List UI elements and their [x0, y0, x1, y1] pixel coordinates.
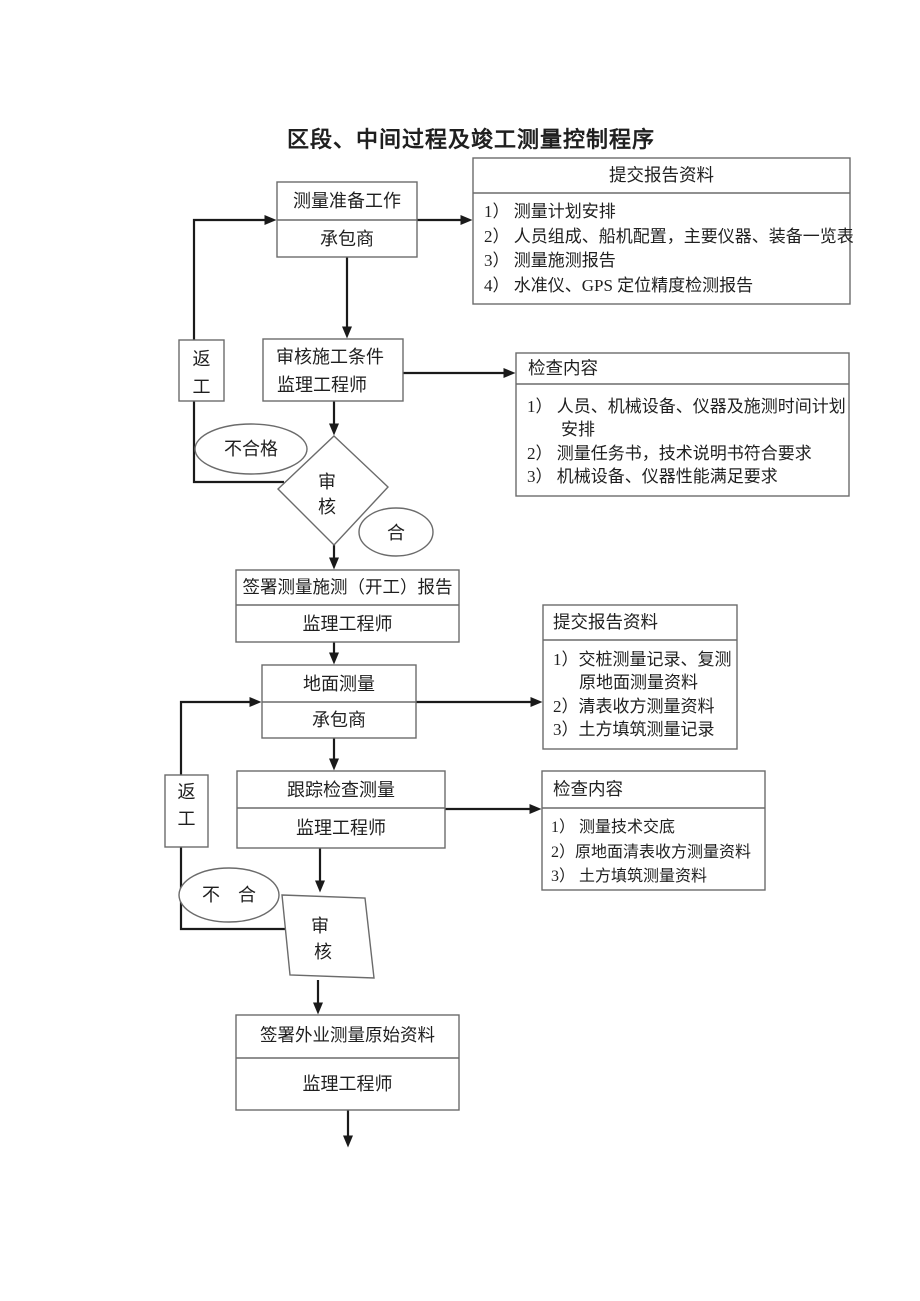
check1-panel-shape: [515, 352, 850, 497]
submit1-panel-shape: [472, 157, 851, 305]
audit2-parallelogram-shape: [281, 894, 375, 979]
sign2-box-role: 监理工程师: [302, 1074, 393, 1094]
submit1-panel-header: 提交报告资料: [609, 165, 714, 185]
ground-box-title: 地面测量: [303, 674, 375, 694]
sign1-box-shape: [235, 569, 460, 643]
list-line: 3） 机械设备、仪器性能满足要求: [527, 467, 778, 487]
audit2-char2: 核: [314, 942, 332, 962]
list-line: 1） 人员、机械设备、仪器及施测时间计划: [527, 397, 846, 416]
review-box-role: 监理工程师: [277, 375, 367, 395]
track-box-role: 监理工程师: [296, 818, 386, 838]
return2-box-char2: 工: [177, 809, 196, 829]
check2-panel-items: 1） 测量技术交底 2）原地面清表收方测量资料 3） 土方填筑测量资料: [551, 816, 765, 890]
pass1-label: 合: [387, 523, 405, 543]
list-line: 1） 测量技术交底: [551, 819, 676, 836]
prep-box-title: 测量准备工作: [293, 191, 401, 211]
submit2-panel-items: 1）交桩测量记录、复测原地面测量资料 2）清表收方测量资料 3）土方填筑测量记录: [553, 648, 737, 741]
audit1-diamond-shape: [276, 435, 389, 547]
check1-panel-header: 检查内容: [528, 358, 598, 378]
list-line: 1） 测量计划安排: [484, 202, 616, 221]
list-line: 安排: [561, 420, 595, 440]
list-line: 原地面测量资料: [579, 673, 698, 693]
list-line: 2） 人员组成、船机配置，主要仪器、装备一览表: [484, 226, 854, 246]
track-box-shape: [236, 770, 446, 849]
list-line: 1）交桩测量记录、复测: [553, 650, 732, 669]
reject1-label: 不合格: [224, 439, 278, 459]
return1-box-char2: 工: [192, 377, 211, 397]
review-box-title: 审核施工条件: [276, 347, 384, 367]
submit1-panel-items: 1） 测量计划安排 2） 人员组成、船机配置，主要仪器、装备一览表 3） 测量施测报…: [484, 200, 854, 298]
check2-panel-shape: [541, 770, 766, 891]
audit1-char2: 核: [318, 497, 336, 517]
list-line: 2） 测量任务书，技术说明书符合要求: [527, 443, 812, 463]
return2-box-shape: [164, 774, 209, 848]
prep-box-role: 承包商: [320, 229, 374, 249]
return2-box-char1: 返: [177, 782, 196, 802]
list-line: 3） 测量施测报告: [484, 251, 616, 270]
return1-box-char1: 返: [192, 349, 211, 369]
reject2-label: 不 合: [202, 885, 256, 905]
page-title: 区段、中间过程及竣工测量控制程序: [287, 127, 656, 152]
audit2-char1: 审: [311, 916, 329, 936]
return1-box-shape: [178, 339, 225, 402]
reject1-ellipse-shape: [194, 423, 308, 475]
review-box-shape: [262, 338, 404, 402]
sign2-box-shape: [235, 1014, 460, 1111]
sign1-box-title: 签署测量施测（开工）报告: [242, 577, 453, 597]
audit1-char1: 审: [318, 472, 336, 492]
check1-panel-items: 1） 人员、机械设备、仪器及施测时间计划安排 2） 测量任务书，技术说明书符合要求…: [527, 395, 849, 489]
list-line: 2）原地面清表收方测量资料: [551, 843, 752, 861]
list-line: 4） 水准仪、GPS 定位精度检测报告: [484, 275, 754, 295]
track-box-title: 跟踪检查测量: [287, 780, 395, 800]
list-line: 3） 土方填筑测量资料: [551, 868, 708, 885]
check2-panel-header: 检查内容: [553, 779, 623, 799]
list-line: 2）清表收方测量资料: [553, 696, 715, 716]
list-line: 3）土方填筑测量记录: [553, 719, 715, 739]
pass1-ellipse-shape: [358, 507, 434, 557]
submit2-panel-header: 提交报告资料: [553, 612, 658, 632]
submit2-panel-shape: [542, 604, 738, 750]
reject2-ellipse-shape: [178, 867, 280, 923]
ground-box-role: 承包商: [312, 710, 366, 730]
sign2-box-title: 签署外业测量原始资料: [260, 1025, 435, 1045]
sign1-box-role: 监理工程师: [302, 614, 393, 634]
